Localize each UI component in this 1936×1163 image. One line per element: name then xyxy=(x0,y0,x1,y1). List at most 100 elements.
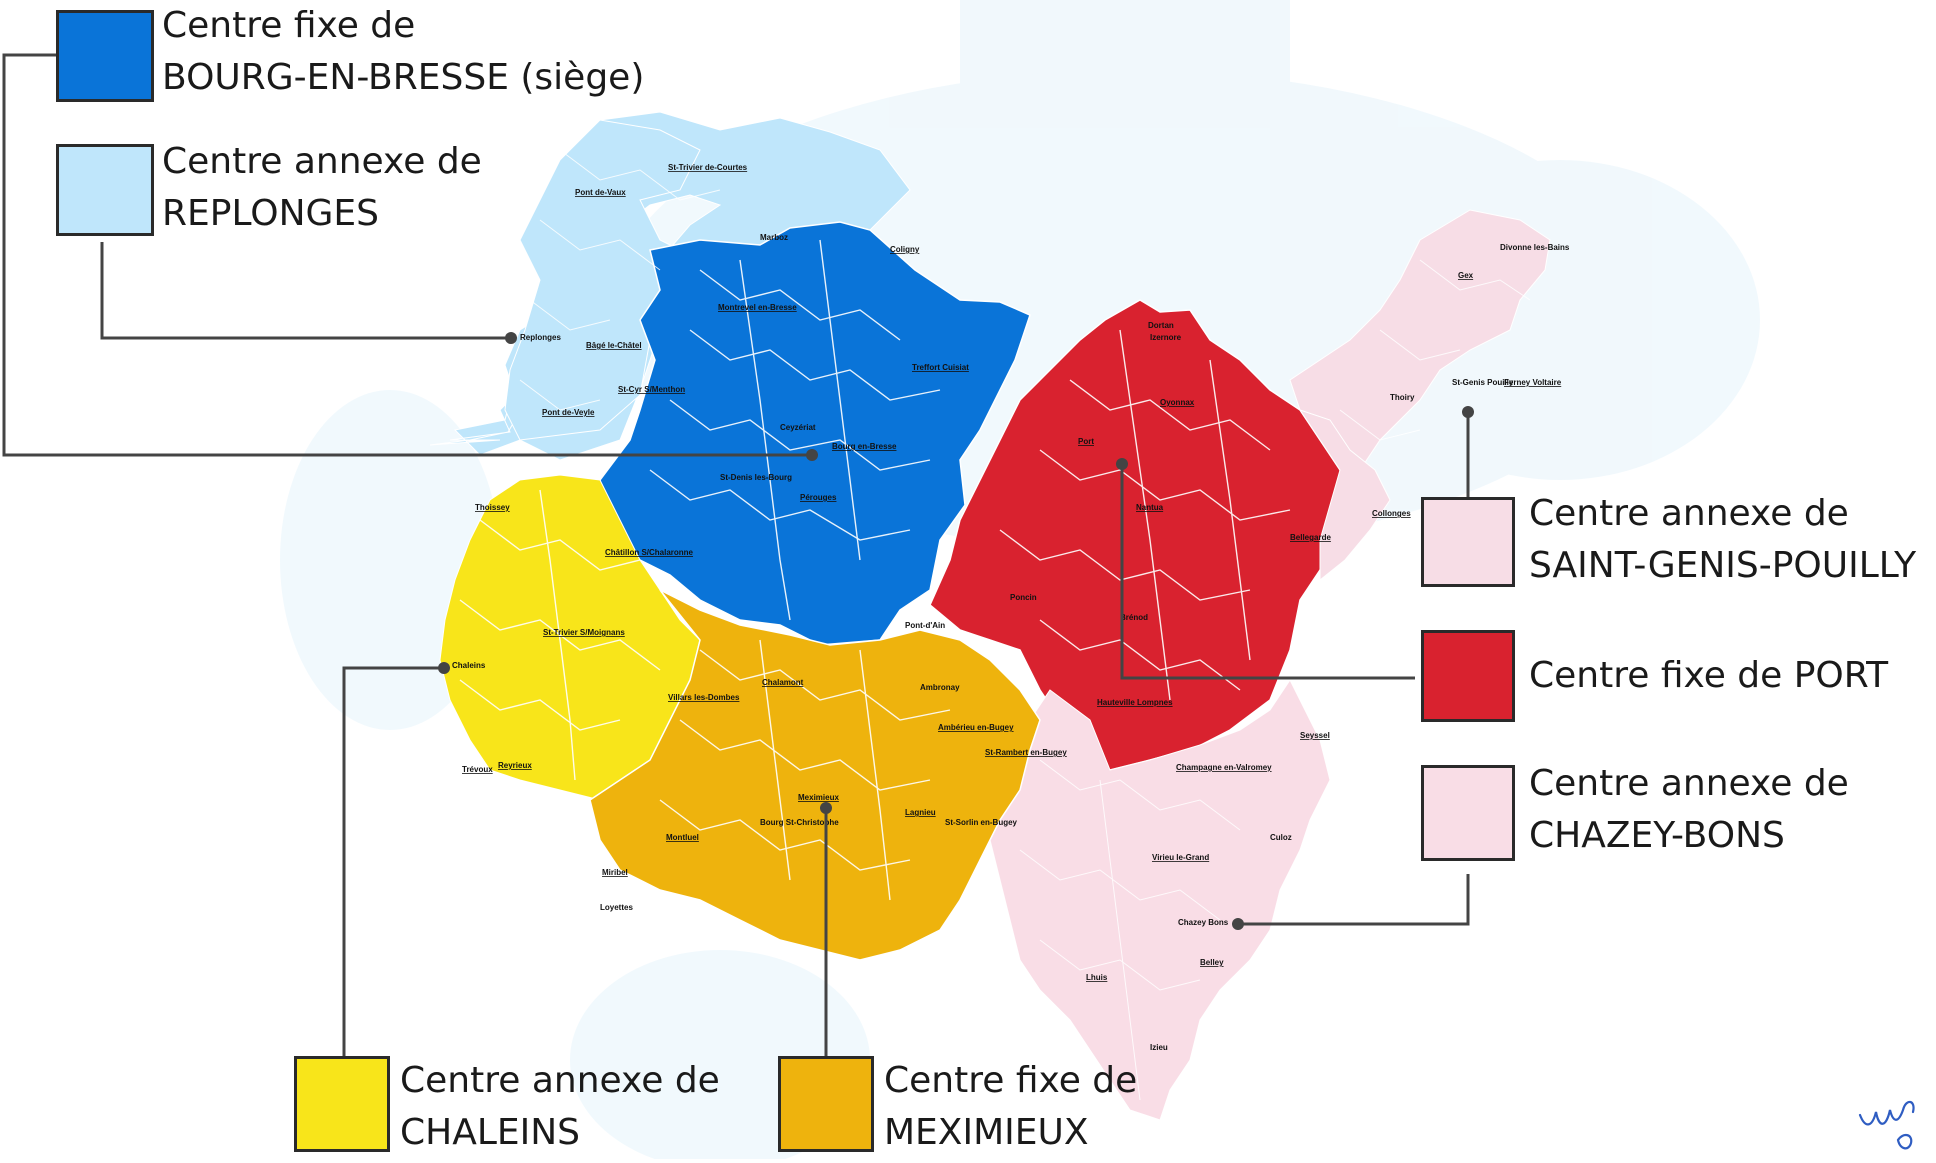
label-loyettes: Loyettes xyxy=(600,903,633,912)
label-montrevel: Montrevel en-Bresse xyxy=(718,303,797,312)
label-oyonnax: Oyonnax xyxy=(1160,398,1195,407)
commune-boundaries xyxy=(459,239,1291,901)
label-villars: Villars les-Dombes xyxy=(668,693,740,702)
legend-chazey-line1: Centre annexe de xyxy=(1529,763,1849,804)
legend-swatch-port xyxy=(1421,630,1515,722)
leader-chaleins xyxy=(342,666,444,1056)
label-lhuis: Lhuis xyxy=(1086,973,1108,982)
leader-dots xyxy=(438,332,1474,930)
label-hauteville: Hauteville Lompnes xyxy=(1097,698,1173,707)
map-labels: Bourg en-Bresse Replonges Port St-Genis … xyxy=(452,163,1570,1052)
label-nantua: Nantua xyxy=(1136,503,1164,512)
label-st-cyr: St-Cyr S/Menthon xyxy=(618,385,685,394)
label-divonne: Divonne les-Bains xyxy=(1500,243,1570,252)
label-thoiry: Thoiry xyxy=(1390,393,1415,402)
label-ceyzeriat: Ceyzériat xyxy=(780,423,816,432)
region-meximieux-area xyxy=(589,589,1041,961)
label-coligny: Coligny xyxy=(890,245,920,254)
label-chazey: Chazey Bons xyxy=(1178,918,1229,927)
dot-saint-genis xyxy=(1462,406,1474,418)
handwritten-mark xyxy=(1858,1100,1915,1150)
region-chaleins-area xyxy=(439,474,701,801)
region-saint-genis-east xyxy=(1298,409,1391,582)
leader-lines xyxy=(2,53,1470,1056)
legend-replonges-line1: Centre annexe de xyxy=(162,141,482,182)
label-port: Port xyxy=(1078,437,1094,446)
legend-chaleins-line2: CHALEINS xyxy=(400,1112,581,1153)
legend-swatch-chazey xyxy=(1421,765,1515,861)
region-replonges-west xyxy=(504,119,701,441)
label-bourg-st-christophe: Bourg St-Christophe xyxy=(760,818,839,827)
region-chaleins xyxy=(439,474,701,801)
label-replonges: Replonges xyxy=(520,333,561,342)
label-miribel: Miribel xyxy=(602,868,628,877)
region-chazey-area xyxy=(989,679,1331,1121)
label-bellegarde: Bellegarde xyxy=(1290,533,1331,542)
legend-label-replonges: Centre annexe de REPLONGES xyxy=(162,136,482,240)
legend-swatch-meximieux xyxy=(778,1056,874,1152)
dot-chazey xyxy=(1232,918,1244,930)
label-collonges: Collonges xyxy=(1372,509,1411,518)
region-saint-genis-area xyxy=(1289,209,1551,502)
legend-replonges-line2: REPLONGES xyxy=(162,193,380,234)
label-poncin: Poncin xyxy=(1010,593,1037,602)
label-ferney: Ferney Voltaire xyxy=(1504,378,1562,387)
region-meximieux xyxy=(589,589,1041,961)
label-saint-genis: St-Genis Pouilly xyxy=(1452,378,1514,387)
leader-bourg xyxy=(2,53,812,457)
label-chalamont: Chalamont xyxy=(762,678,804,687)
label-montluel: Montluel xyxy=(666,833,699,842)
label-st-trivier-moignans: St-Trivier S/Moignans xyxy=(543,628,625,637)
leader-chazey xyxy=(1238,874,1470,926)
label-bage: Bâgé le-Châtel xyxy=(586,341,642,350)
label-reyrieux: Reyrieux xyxy=(498,761,532,770)
label-izernore: Izernore xyxy=(1150,333,1182,342)
label-ambronay: Ambronay xyxy=(920,683,960,692)
label-izieu: Izieu xyxy=(1150,1043,1168,1052)
legend-meximieux-line1: Centre fixe de xyxy=(884,1060,1138,1101)
commune-boundaries-pale xyxy=(519,149,1531,1101)
label-lamagnieu-cote: Pérouges xyxy=(800,493,837,502)
region-chazey xyxy=(989,679,1331,1121)
legend-label-bourg: Centre fixe de BOURG-EN-BRESSE (siège) xyxy=(162,0,644,104)
legend-label-chaleins: Centre annexe de CHALEINS xyxy=(400,1055,720,1159)
label-bourg: Bourg en-Bresse xyxy=(832,442,897,451)
label-dortan: Dortan xyxy=(1148,321,1174,330)
label-treffort: Treffort Cuisiat xyxy=(912,363,969,372)
label-champagne: Champagne en-Valromey xyxy=(1176,763,1272,772)
label-st-denis: St-Denis les-Bourg xyxy=(720,473,792,482)
label-seyssel: Seyssel xyxy=(1300,731,1330,740)
legend-saint-genis-line1: Centre annexe de xyxy=(1529,493,1849,534)
label-thoissey: Thoissey xyxy=(475,503,510,512)
legend-swatch-saint-genis xyxy=(1421,497,1515,587)
label-st-rambert: St-Rambert en-Bugey xyxy=(985,748,1067,757)
legend-bourg-line1: Centre fixe de xyxy=(162,5,416,46)
label-gex: Gex xyxy=(1458,271,1474,280)
label-st-trivier-courtes: St-Trivier de-Courtes xyxy=(668,163,748,172)
dot-replonges xyxy=(505,332,517,344)
label-virieu: Virieu le-Grand xyxy=(1152,853,1209,862)
dot-port xyxy=(1116,458,1128,470)
label-trevoux: Trévoux xyxy=(462,765,493,774)
label-culoz: Culoz xyxy=(1270,833,1292,842)
dot-bourg xyxy=(806,449,818,461)
legend-swatch-bourg xyxy=(56,10,154,102)
legend-label-chazey: Centre annexe de CHAZEY-BONS xyxy=(1529,758,1849,862)
legend-saint-genis-line2: SAINT-GENIS-POUILLY xyxy=(1529,545,1917,586)
legend-swatch-chaleins xyxy=(294,1056,390,1152)
label-pont-de-vaux: Pont de-Vaux xyxy=(575,188,626,197)
legend-swatch-replonges xyxy=(56,144,154,236)
dot-meximieux xyxy=(820,802,832,814)
legend-chaleins-line1: Centre annexe de xyxy=(400,1060,720,1101)
label-pont-d-ain: Pont-d'Ain xyxy=(905,621,945,630)
label-chatillon: Châtillon S/Chalaronne xyxy=(605,548,694,557)
label-brenod: Brénod xyxy=(1120,613,1148,622)
label-meximieux: Meximieux xyxy=(798,793,839,802)
legend-bourg-line2: BOURG-EN-BRESSE (siège) xyxy=(162,57,645,98)
legend-label-port: Centre fixe de PORT xyxy=(1529,650,1888,702)
region-bourg-area xyxy=(599,221,1031,646)
label-pont-de-veyle: Pont de-Veyle xyxy=(542,408,595,417)
leader-port xyxy=(1120,464,1415,680)
